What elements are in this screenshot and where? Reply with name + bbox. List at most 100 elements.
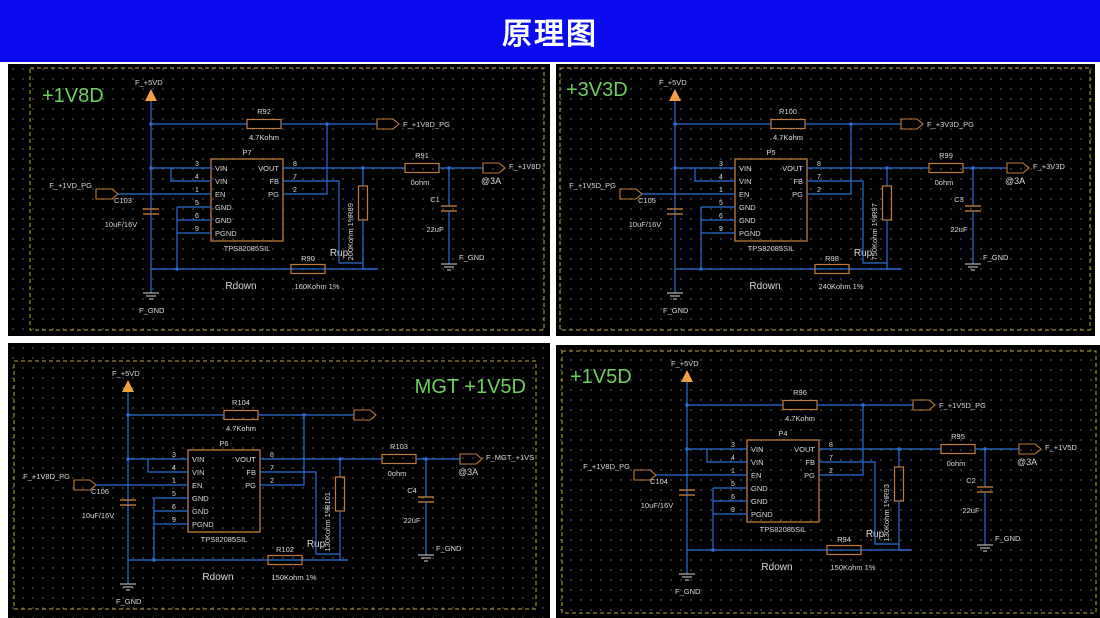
junction-dot [149, 166, 153, 170]
power-flag-icon [145, 89, 157, 101]
output-resistor [928, 162, 964, 174]
rup-resistor [893, 466, 905, 502]
ic-pin-name: GND [215, 216, 232, 225]
ic-pin-number: 8 [293, 161, 297, 168]
cout-value: 22uF [426, 225, 444, 234]
ic-pin-number: 6 [172, 504, 176, 511]
junction-dot [673, 122, 677, 126]
ic-pin-name: PGND [751, 510, 773, 519]
ic-pin-name: GND [192, 494, 209, 503]
out-port-icon [1006, 162, 1030, 174]
ic-pin-name: PG [792, 190, 803, 199]
cout-gnd-label: F_GND [436, 544, 462, 553]
junction-dot [885, 166, 889, 170]
ic-pin-name: PGND [192, 520, 214, 529]
current-rating: @3A [1005, 176, 1025, 186]
junction-dot [971, 166, 975, 170]
rup-resistor [334, 476, 346, 512]
pg-port-icon [900, 118, 924, 130]
ic-pin-name: VIN [739, 177, 752, 186]
cout-gnd-label: F_GND [983, 253, 1009, 262]
out-net-label: F_+3V3D [1033, 162, 1065, 171]
vin-pin-wire [147, 459, 164, 473]
page-title: 原理图 [502, 17, 598, 52]
ic-pin-number: 3 [172, 452, 176, 459]
ic-pin-name: VIN [192, 455, 205, 464]
ic-pin-name: PG [268, 190, 279, 199]
ic-pin-name: FB [793, 177, 803, 186]
ic-pin-number: 4 [195, 174, 199, 181]
rout-value: 0ohm [947, 459, 966, 468]
pullup-value: 4.7Kohm [785, 414, 815, 423]
ic-pin-name: GND [192, 507, 209, 516]
ic-pin-number: 8 [829, 442, 833, 449]
junction-dot [685, 403, 689, 407]
ic-ref: P6 [219, 439, 228, 448]
sheet-frame [29, 67, 545, 331]
junction-dot [849, 122, 853, 126]
ic-pin-number: 8 [270, 452, 274, 459]
vin-pin-wire [170, 168, 187, 182]
ic-pin-name: FB [805, 458, 815, 467]
ic-pin-name: VIN [739, 164, 752, 173]
ic-pin-number: 2 [293, 187, 297, 194]
rail-title: +1V8D [42, 85, 104, 107]
pg-wire [831, 124, 852, 195]
sheet-frame [559, 67, 1091, 331]
output-resistor [381, 453, 417, 465]
ic-pin-number: 7 [829, 455, 833, 462]
junction-dot [361, 166, 365, 170]
out-net-label: F_+1V5D [1045, 443, 1077, 452]
ic-pin-number: 7 [270, 465, 274, 472]
pullup-ref: R100 [779, 107, 797, 116]
rail-title: MGT +1V5D [415, 376, 526, 398]
rdown-ref: R98 [825, 254, 839, 263]
power-flag-icon [669, 89, 681, 101]
gnd-net-label: F_GND [663, 306, 689, 315]
en-net-label: F_+1V8D_PG [583, 462, 630, 471]
rout-value: 0ohm [388, 469, 407, 478]
fb-wire [307, 180, 363, 264]
junction-dot [175, 267, 179, 271]
ic-pin-name: VOUT [235, 455, 256, 464]
junction-dot [302, 413, 306, 417]
fb-wire [284, 471, 340, 555]
rup-ref: R101 [323, 492, 332, 510]
ic-pin-number: 4 [719, 174, 723, 181]
cin-value: 10uF/16V [641, 501, 674, 510]
ic-pin-name: EN [215, 190, 225, 199]
ic-ref: P7 [242, 148, 251, 157]
rdown-label: Rdown [225, 281, 256, 292]
rdown-value: 240Kohm 1% [818, 282, 863, 291]
vin-net-label: F_+5VD [112, 369, 140, 378]
cout-ref: C3 [954, 195, 964, 204]
rup-value: 750Kohm 1% [870, 215, 879, 260]
ic-pin-number: 2 [829, 468, 833, 475]
ic-pin-number: 5 [172, 491, 176, 498]
rail-title: +3V3D [566, 79, 628, 101]
rup-value: 200Kohm 1% [346, 215, 355, 260]
ic-pin-number: 1 [195, 187, 199, 194]
junction-dot [673, 166, 677, 170]
ic-pin-name: GND [751, 484, 768, 493]
ic-pin-name: GND [215, 203, 232, 212]
pullup-resistor [782, 399, 818, 411]
rdown-label: Rdown [202, 572, 233, 583]
ic-pin-name: VIN [215, 164, 228, 173]
ic-pin-name: VIN [215, 177, 228, 186]
ic-pin-name: EN [739, 190, 749, 199]
power-flag-icon [122, 380, 134, 392]
ic-pin-number: 9 [731, 507, 735, 514]
rdown-ref: R90 [301, 254, 315, 263]
header-banner: 原理图 [0, 0, 1100, 62]
junction-dot [152, 558, 156, 562]
gnd-net-label: F_GND [139, 306, 165, 315]
en-net-label: F_+1V5D_PG [569, 181, 616, 190]
cout-gnd-label: F_GND [995, 534, 1021, 543]
out-port-icon [459, 453, 483, 465]
rup-to-fb [362, 220, 378, 270]
out-port-icon [1018, 443, 1042, 455]
